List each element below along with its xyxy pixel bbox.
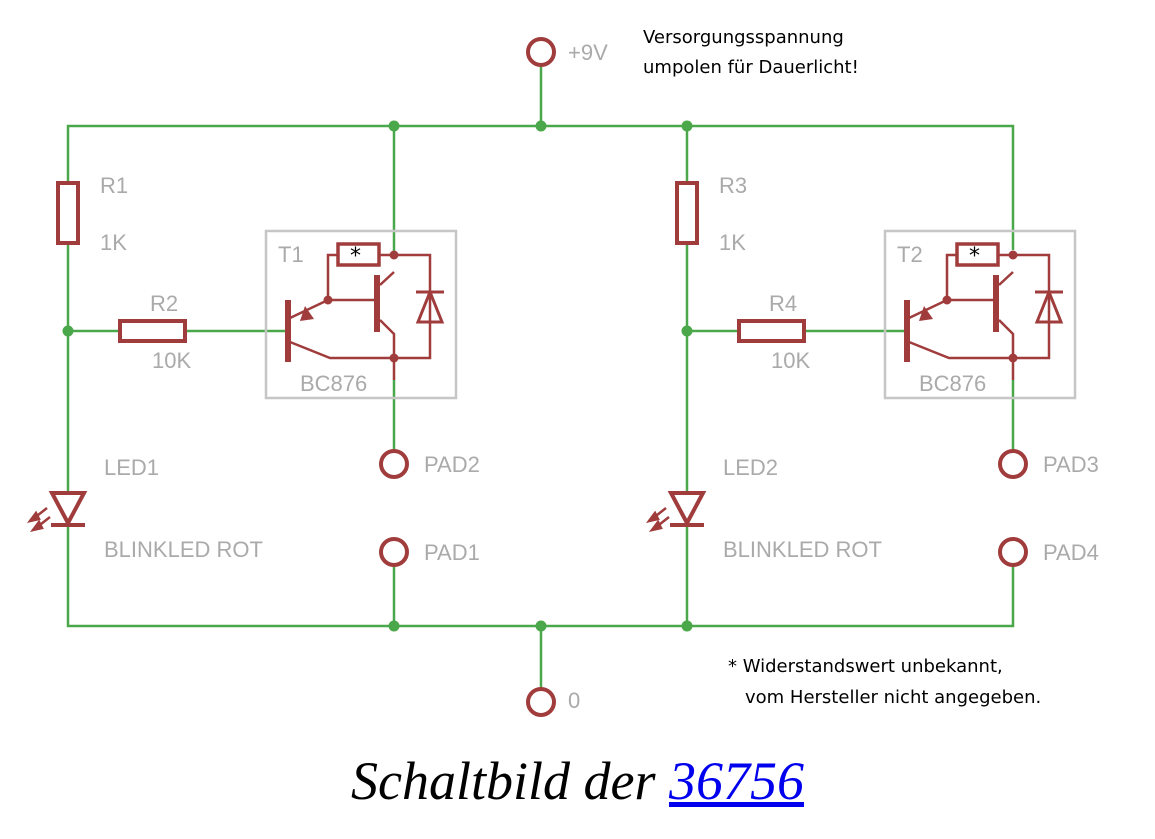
caption-link[interactable]: 36756 — [668, 751, 804, 811]
pad3-label: PAD3 — [1043, 452, 1099, 477]
led1-name: LED1 — [104, 455, 159, 480]
r2-name: R2 — [150, 291, 178, 316]
supply-rail — [66, 124, 1015, 250]
pad3 — [998, 449, 1028, 479]
r1-name: R1 — [100, 173, 128, 198]
pads — [379, 37, 1028, 717]
diode-leads — [1013, 253, 1051, 360]
led1-desc: BLINKLED ROT — [104, 537, 263, 562]
pad2 — [379, 449, 409, 479]
ground-label: 0 — [568, 688, 580, 713]
junction-dot — [535, 120, 547, 132]
input-transistor-leads — [908, 298, 1013, 360]
resistor-r3 — [675, 181, 699, 245]
r4-name: R4 — [769, 291, 797, 316]
junction-dot — [388, 620, 400, 632]
junction-dot — [323, 295, 333, 305]
diode-triangle — [48, 491, 88, 528]
resistor-r1 — [56, 181, 80, 245]
resistor-r4 — [737, 319, 806, 343]
transistor-outline — [264, 229, 458, 400]
pad1-label: PAD1 — [424, 540, 480, 565]
caption: Schaltbild der 36756 — [0, 750, 1155, 812]
transistor-t1 — [264, 229, 458, 400]
r1-value: 1K — [100, 230, 127, 255]
junction-dot — [1008, 353, 1018, 363]
junction-dot — [389, 353, 399, 363]
footnote-line2: vom Hersteller nicht angegeben. — [745, 687, 1041, 708]
ground-pad — [526, 687, 556, 717]
caption-text: Schaltbild der — [351, 751, 669, 811]
light-emission-icon — [26, 507, 51, 532]
t1-name: T1 — [278, 242, 304, 267]
r4-value: 10K — [771, 348, 810, 373]
led2-name: LED2 — [723, 455, 778, 480]
resistors — [56, 181, 806, 343]
junction-dot — [942, 295, 952, 305]
supply-pad — [526, 37, 556, 67]
junction-dot — [681, 120, 693, 132]
emitter-arrow-icon — [300, 306, 314, 321]
protection-diode — [1034, 287, 1064, 324]
pad1 — [379, 537, 409, 567]
junctions — [62, 120, 693, 632]
transistor-t2 — [883, 229, 1077, 400]
led2-desc: BLINKLED ROT — [723, 537, 882, 562]
transistor-outline — [883, 229, 1077, 400]
output-transistor-leads — [328, 271, 396, 380]
led1-symbol — [26, 491, 88, 532]
protection-diode — [415, 287, 445, 324]
junction-dot — [62, 325, 74, 337]
diode-leads — [394, 253, 432, 360]
t2-marker: * — [969, 244, 980, 269]
footnote-line1: * Widerstandswert unbekannt, — [728, 656, 1003, 677]
junction-dot — [388, 120, 400, 132]
supply-label: +9V — [568, 40, 608, 65]
t1-type: BC876 — [300, 371, 367, 396]
junction-dot — [681, 620, 693, 632]
t2-name: T2 — [897, 242, 923, 267]
input-transistor-leads — [289, 298, 394, 360]
supply-note-line1: Versorgungsspannung — [643, 27, 844, 48]
pad4 — [998, 537, 1028, 567]
diode-triangle — [667, 491, 707, 528]
resistor-r2 — [118, 319, 187, 343]
labels: +9V Versorgungsspannung umpolen für Daue… — [100, 27, 1099, 713]
r3-value: 1K — [719, 230, 746, 255]
junction-dot — [681, 325, 693, 337]
wires — [66, 66, 1015, 688]
unknown-resistor — [336, 242, 381, 267]
pad2-label: PAD2 — [424, 452, 480, 477]
pad4-label: PAD4 — [1043, 540, 1099, 565]
light-emission-icon — [645, 507, 670, 532]
output-transistor-leads — [947, 271, 1015, 380]
r3-name: R3 — [719, 173, 747, 198]
t2-type: BC876 — [919, 371, 986, 396]
r2-value: 10K — [152, 348, 191, 373]
emitter-arrow-icon — [919, 306, 933, 321]
junction-dot — [1008, 250, 1018, 260]
t1-marker: * — [350, 244, 361, 269]
junction-dot — [389, 250, 399, 260]
unknown-resistor — [955, 242, 1000, 267]
junction-dot — [535, 620, 547, 632]
supply-note-line2: umpolen für Dauerlicht! — [643, 57, 859, 78]
led2-symbol — [645, 491, 707, 532]
